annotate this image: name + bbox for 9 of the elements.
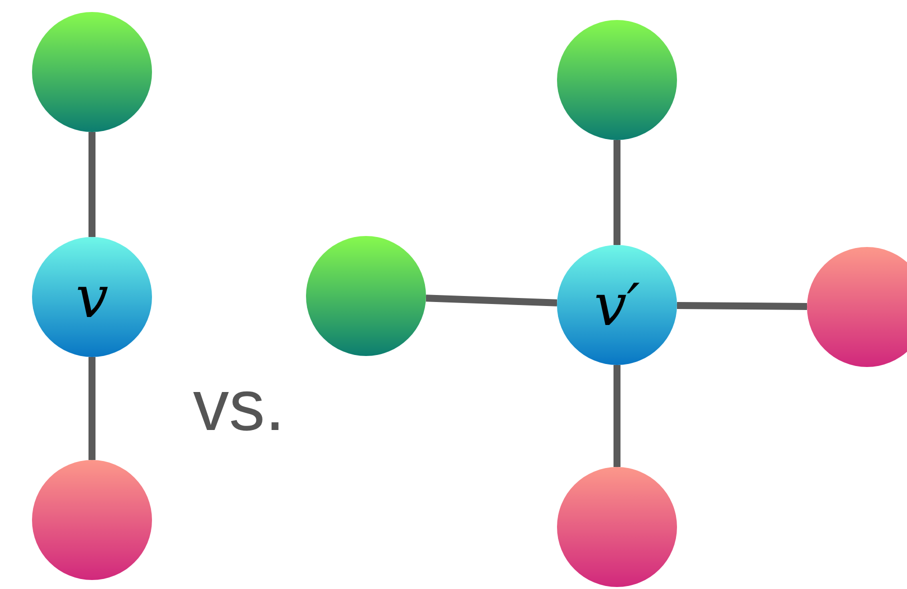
- edge-line: [88, 357, 96, 460]
- edge-line: [88, 132, 96, 237]
- comparison-text: vs.: [193, 370, 286, 442]
- vertex-label: v′: [594, 276, 640, 334]
- edge-line: [614, 365, 620, 467]
- edge-line: [614, 140, 620, 245]
- edge-line: [676, 302, 808, 310]
- vertex-label: v: [76, 268, 108, 326]
- edge-line: [426, 294, 558, 306]
